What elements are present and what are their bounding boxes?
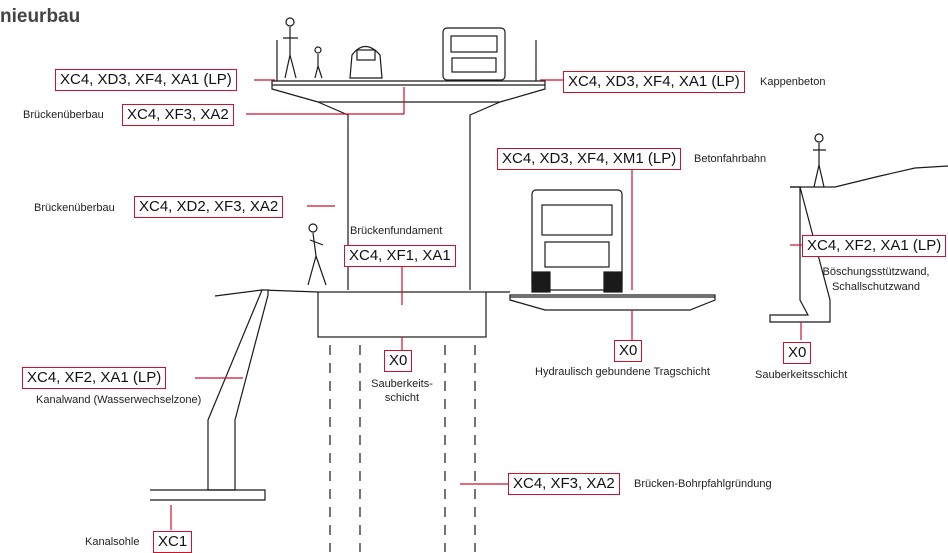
exposure-box-sauberkeit-wand: X0 bbox=[783, 342, 812, 364]
label-bohrpfahl: Brücken-Bohrpfahlgründung bbox=[634, 478, 772, 490]
canal-wall bbox=[207, 289, 269, 491]
exposure-box-stuetzwand: XC4, XF2, XA1 (LP) bbox=[802, 235, 947, 257]
page-title: nieurbau bbox=[0, 6, 81, 27]
exposure-box-kappe-left: XC4, XD3, XF4, XA1 (LP) bbox=[55, 69, 237, 91]
exposure-box-kanalwand: XC4, XF2, XA1 (LP) bbox=[22, 367, 167, 389]
canal-floor bbox=[150, 489, 266, 501]
exposure-box-kappe-right: XC4, XD3, XF4, XA1 (LP) bbox=[563, 71, 745, 93]
label-brueckenueberbau-top: Brückenüberbau bbox=[23, 109, 104, 121]
truck-icon bbox=[531, 189, 623, 293]
car-icon bbox=[349, 45, 383, 79]
exposure-box-ueberbau-top: XC4, XF3, XA2 bbox=[122, 104, 234, 126]
bridge-pier bbox=[317, 101, 501, 290]
label-sauberkeitsschicht: Sauberkeitsschicht bbox=[755, 369, 848, 381]
exposure-box-sauberkeit-fundament: X0 bbox=[384, 350, 413, 372]
exposure-box-bohrpfahl: XC4, XF3, XA2 bbox=[508, 473, 620, 495]
label-kanalwand: Kanalwand (Wasserwechselzone) bbox=[36, 394, 202, 406]
label-sauberkeit-line1: Sauberkeits- bbox=[371, 378, 433, 390]
people-icon bbox=[283, 17, 323, 79]
embankment bbox=[790, 165, 948, 188]
label-kanalsohle: Kanalsohle bbox=[85, 536, 140, 548]
label-betonfahrbahn: Betonfahrbahn bbox=[694, 153, 767, 165]
exposure-box-ueberbau-pier: XC4, XD2, XF3, XA2 bbox=[134, 196, 284, 218]
label-boeschung-line2: Schallschutzwand bbox=[831, 281, 921, 293]
label-sauberkeit-line2: schicht bbox=[384, 392, 420, 404]
label-brueckenueberbau-pier: Brückenüberbau bbox=[34, 202, 115, 214]
label-tragschicht: Hydraulisch gebundene Tragschicht bbox=[535, 366, 710, 378]
exposure-box-kanalsohle: XC1 bbox=[153, 531, 193, 553]
label-brueckenfundament: Brückenfundament bbox=[350, 225, 443, 237]
van-icon bbox=[442, 27, 506, 81]
standing-person-icon bbox=[813, 133, 826, 188]
exposure-box-fahrbahn: XC4, XD3, XF4, XM1 (LP) bbox=[497, 148, 682, 170]
exposure-box-fundament: XC4, XF1, XA1 bbox=[344, 245, 456, 267]
label-boeschung-line1: Böschungsstützwand, bbox=[822, 266, 930, 278]
exposure-box-tragschicht: X0 bbox=[614, 340, 643, 362]
bridge-deck bbox=[271, 80, 546, 103]
road-slab bbox=[509, 294, 716, 311]
label-kappenbeton: Kappenbeton bbox=[760, 76, 826, 88]
retaining-wall bbox=[769, 186, 831, 323]
hiker-icon bbox=[307, 223, 327, 286]
